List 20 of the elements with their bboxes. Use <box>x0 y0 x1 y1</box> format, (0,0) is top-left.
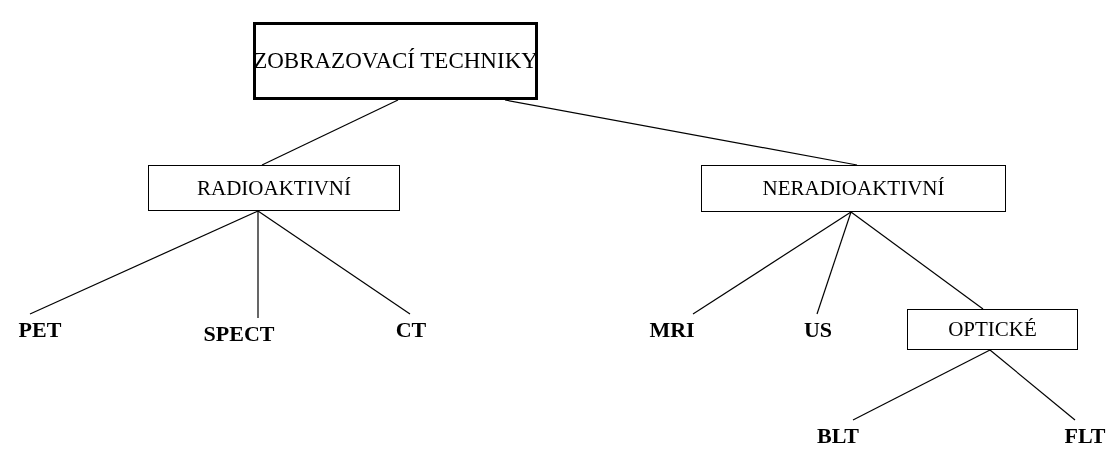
leaf-label: MRI <box>638 314 706 346</box>
category-box: NERADIOAKTIVNÍ <box>701 165 1006 212</box>
connector-line <box>257 210 411 315</box>
connector-line <box>850 211 984 310</box>
title-box: ZOBRAZOVACÍ TECHNIKY <box>253 22 538 100</box>
leaf-label: PET <box>4 314 76 346</box>
connector-line <box>29 210 259 315</box>
connector-line <box>692 211 852 315</box>
connector-line <box>257 210 259 319</box>
leaf-label: FLT <box>1052 420 1118 451</box>
connector-line <box>261 99 399 166</box>
connector-line <box>852 349 991 421</box>
leaf-label: SPECT <box>186 318 292 350</box>
leaf-label: BLT <box>804 420 872 451</box>
leaf-label: US <box>794 314 842 346</box>
connector-line <box>816 211 852 315</box>
leaf-label: CT <box>384 314 438 346</box>
category-box: RADIOAKTIVNÍ <box>148 165 400 211</box>
connector-line <box>989 349 1076 421</box>
category-box: OPTICKÉ <box>907 309 1078 350</box>
